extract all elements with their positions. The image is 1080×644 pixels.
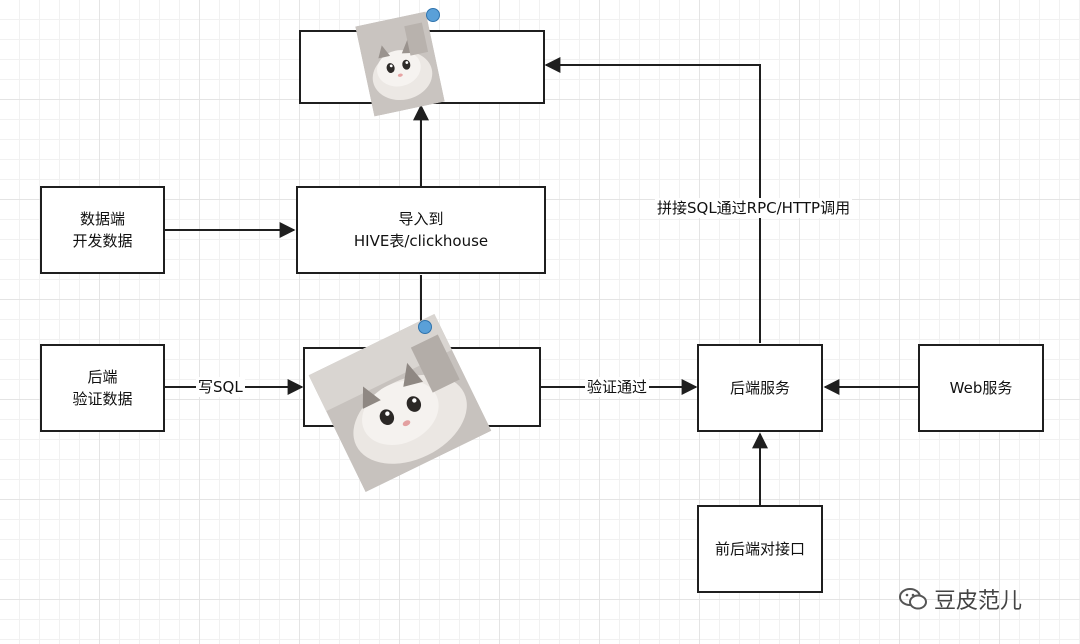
node-data-dev: 数据端 开发数据 xyxy=(40,186,165,274)
node-import-line1: 导入到 xyxy=(398,210,444,228)
edge-label-verify-pass: 验证通过 xyxy=(585,377,650,397)
node-data-dev-line2: 开发数据 xyxy=(72,232,133,250)
node-web-service-label: Web服务 xyxy=(949,379,1013,397)
cat-badge-icon xyxy=(426,8,440,22)
node-backend-verify: 后端 验证数据 xyxy=(40,344,165,432)
node-import-line2: HIVE表/clickhouse xyxy=(353,232,489,250)
watermark-text: 豆皮范儿 xyxy=(934,589,1023,614)
cat-photo-sticker xyxy=(308,313,492,493)
node-backend-service: 后端服务 xyxy=(697,344,823,432)
wechat-icon xyxy=(899,588,927,610)
node-frontend-backend: 前后端对接口 xyxy=(697,505,823,593)
edge-label-rpc-call: 拼接SQL通过RPC/HTTP调用 xyxy=(655,198,853,218)
cat-badge-icon xyxy=(418,320,432,334)
node-backend-verify-line1: 后端 xyxy=(87,368,118,386)
node-frontend-backend-label: 前后端对接口 xyxy=(714,540,805,558)
cat-photo-sticker xyxy=(355,11,445,117)
node-data-dev-line1: 数据端 xyxy=(79,210,125,228)
node-backend-service-label: 后端服务 xyxy=(729,379,790,397)
edge-backend-to-top xyxy=(544,57,761,343)
node-web-service: Web服务 xyxy=(918,344,1044,432)
node-backend-verify-line2: 验证数据 xyxy=(72,390,133,408)
cat-photo-icon xyxy=(355,11,445,117)
watermark: 豆皮范儿 xyxy=(898,583,1022,615)
cat-photo-icon xyxy=(308,313,492,493)
node-import: 导入到 HIVE表/clickhouse xyxy=(296,186,546,274)
edge-label-write-sql: 写SQL xyxy=(196,377,245,397)
